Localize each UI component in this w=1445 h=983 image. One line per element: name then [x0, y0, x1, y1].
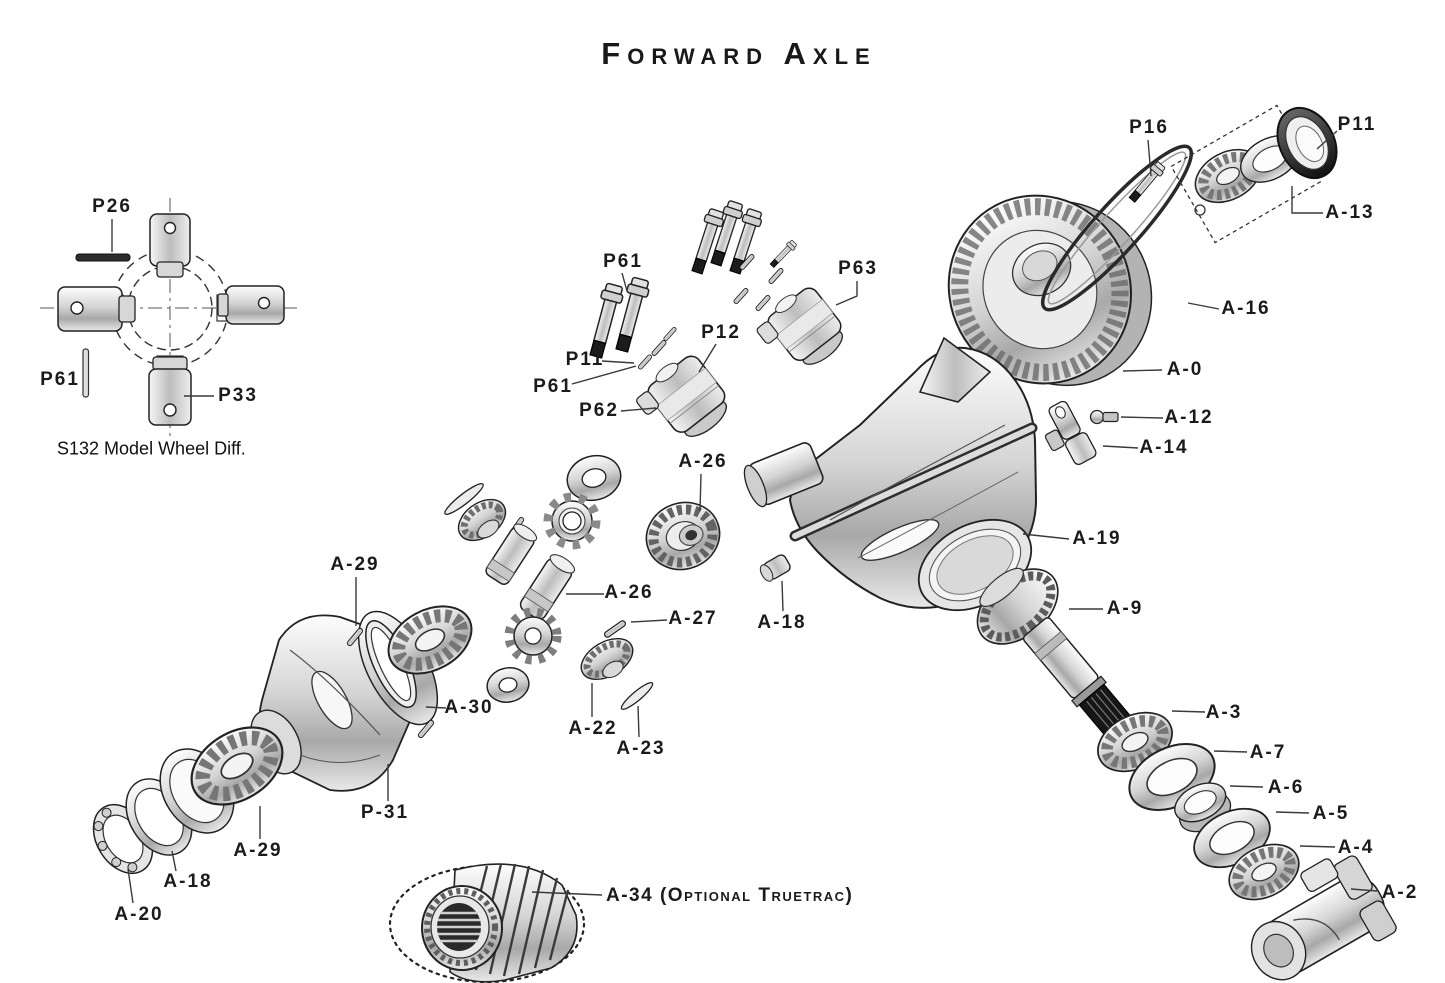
part-label-a18-plug: A-18: [757, 612, 807, 633]
leader-p63: [835, 281, 858, 306]
leader-a12: [1120, 416, 1164, 419]
side-gear-small-upper: [457, 498, 507, 542]
part-label-a9: A-9: [1106, 598, 1144, 619]
leader-p62: [620, 407, 657, 412]
side-gear-a22: [580, 637, 634, 681]
carrier-shim-a30: [365, 620, 417, 708]
part-label-p12: P12: [701, 322, 741, 343]
part-label-a34: A-34 (Optional Truetrac): [606, 885, 854, 906]
part-label-p16: P16: [1129, 117, 1169, 138]
part-label-a19: A-19: [1072, 528, 1122, 549]
leader-p61-bolts: [621, 272, 628, 292]
leader-a30: [425, 706, 447, 709]
part-label-a13: A-13: [1325, 202, 1375, 223]
ring-gear-a0: [947, 194, 1153, 387]
part-label-a23: A-23: [616, 738, 666, 759]
vent-bolt-a12: [1089, 409, 1119, 425]
leader-a7: [1213, 750, 1248, 753]
part-label-a14: A-14: [1139, 437, 1189, 458]
side-gear-a26: [645, 501, 721, 571]
leader-a18-plug: [781, 580, 784, 612]
leader-p11-cap: [1316, 130, 1338, 150]
lock-pin-p61-spider: [82, 348, 90, 398]
leader-a0: [1122, 369, 1163, 372]
part-label-a16: A-16: [1221, 298, 1271, 319]
cross-shaft-a26: [485, 516, 576, 620]
spider-gear-upper: [543, 492, 601, 550]
part-label-a0: A-0: [1166, 359, 1204, 380]
part-label-a12: A-12: [1164, 407, 1214, 428]
leader-lines: [111, 130, 1378, 904]
part-label-p61-spider: P61: [40, 369, 80, 390]
part-label-p61-bolts: P61: [603, 251, 643, 272]
part-label-a29-bearing: A-29: [233, 840, 283, 861]
part-label-a2: A-2: [1381, 882, 1419, 903]
leader-a34: [531, 891, 603, 896]
leader-a26-side: [699, 473, 702, 512]
thrust-washer-upper: [566, 454, 622, 502]
part-label-a26-side: A-26: [678, 451, 728, 472]
leader-a19: [1022, 533, 1070, 540]
thrust-washer-lower: [486, 667, 530, 703]
leader-a14: [1102, 445, 1139, 449]
leader-a27: [630, 619, 668, 623]
part-label-a18-race: A-18: [163, 871, 213, 892]
part-label-p11-pins: P11: [565, 349, 605, 370]
part-label-a6: A-6: [1267, 777, 1305, 798]
leader-a6: [1229, 785, 1264, 788]
leader-p11-pins: [601, 360, 635, 364]
leader-a5: [1275, 811, 1310, 814]
leader-a20: [127, 868, 134, 904]
diff-lock-coupler-p63: [750, 279, 853, 383]
part-label-a22: A-22: [568, 718, 618, 739]
spider-cross-illustration: [40, 198, 302, 440]
part-label-p61-pin: P61: [533, 376, 573, 397]
leader-p16: [1147, 139, 1152, 177]
leader-a2: [1350, 888, 1378, 892]
part-label-a20: A-20: [114, 904, 164, 925]
part-label-a30: A-30: [444, 697, 494, 718]
part-label-p11-cap: P11: [1337, 114, 1377, 135]
page-title: Forward Axle: [601, 36, 877, 71]
part-label-a27: A-27: [668, 608, 718, 629]
carrier-bolts-top: [687, 199, 799, 312]
part-label-a3: A-3: [1205, 702, 1243, 723]
shim-sliver-upper: [444, 483, 484, 515]
part-label-a29-pin: A-29: [330, 554, 380, 575]
part-label-a26-shaft: A-26: [604, 582, 654, 603]
shim-sliver-a23: [620, 682, 654, 710]
sensor-assembly-a14: [1044, 400, 1097, 466]
leader-p12: [698, 343, 717, 373]
cross-pin-a27: [602, 619, 628, 639]
leader-a16: [1187, 302, 1220, 310]
cross-bolts-p61: [584, 275, 652, 360]
truetrac-differential-a34: [388, 863, 586, 983]
part-label-p26: P26: [92, 196, 132, 217]
part-label-p31: P-31: [360, 802, 410, 823]
part-label-p63: P63: [838, 258, 878, 279]
part-label-a4: A-4: [1337, 837, 1375, 858]
leader-p61-pin: [571, 365, 637, 385]
leader-a23: [637, 705, 640, 738]
spider-caption: S132 Model Wheel Diff.: [57, 438, 246, 459]
part-label-p62: P62: [579, 400, 619, 421]
leader-a3: [1171, 710, 1206, 713]
part-label-a5: A-5: [1312, 803, 1350, 824]
cross-shaft-pin-p26: [75, 253, 131, 262]
bearing-cap-p11: [1276, 106, 1338, 180]
leader-a13: [1291, 186, 1323, 214]
breather-plug-a18: [759, 554, 791, 582]
spider-gear-lower: [504, 607, 562, 665]
leader-a18-race: [171, 850, 177, 872]
crush-spacer-a6: [1174, 782, 1232, 833]
part-label-p33: P33: [218, 385, 258, 406]
part-label-a7: A-7: [1249, 742, 1287, 763]
leader-a4: [1299, 845, 1336, 848]
pinion-yoke-a2: [1250, 855, 1397, 981]
snap-ring-a16: [1040, 144, 1194, 312]
